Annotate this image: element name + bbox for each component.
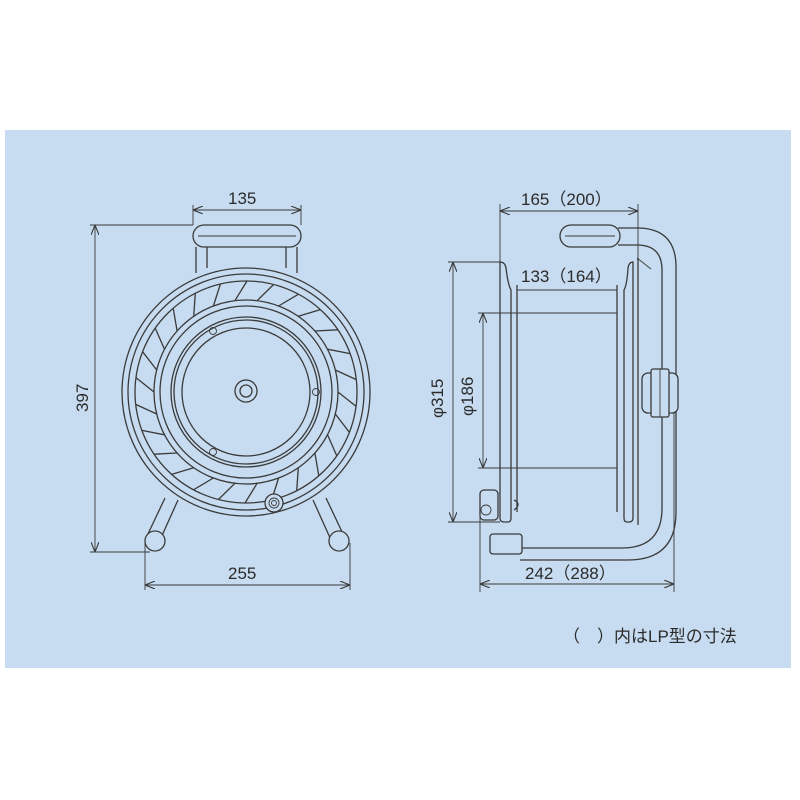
side-view [448, 204, 679, 592]
dim-foot-width: 255 [228, 564, 257, 583]
dim-drum-diameter: φ186 [458, 376, 477, 416]
dim-handle-width: 135 [228, 189, 257, 208]
lp-model-note: （ ）内はLP型の寸法 [563, 627, 737, 646]
dim-base-depth: 242（288） [525, 564, 616, 583]
front-legs [144, 497, 350, 552]
dim-flange-diameter: φ315 [428, 378, 447, 418]
front-view [90, 205, 371, 590]
dim-overall-depth: 165（200） [521, 190, 612, 209]
rib-pattern [135, 280, 357, 504]
dim-overall-height: 397 [73, 383, 92, 412]
dim-drum-width: 133（164） [521, 267, 612, 286]
side-foot-grip [489, 533, 523, 555]
